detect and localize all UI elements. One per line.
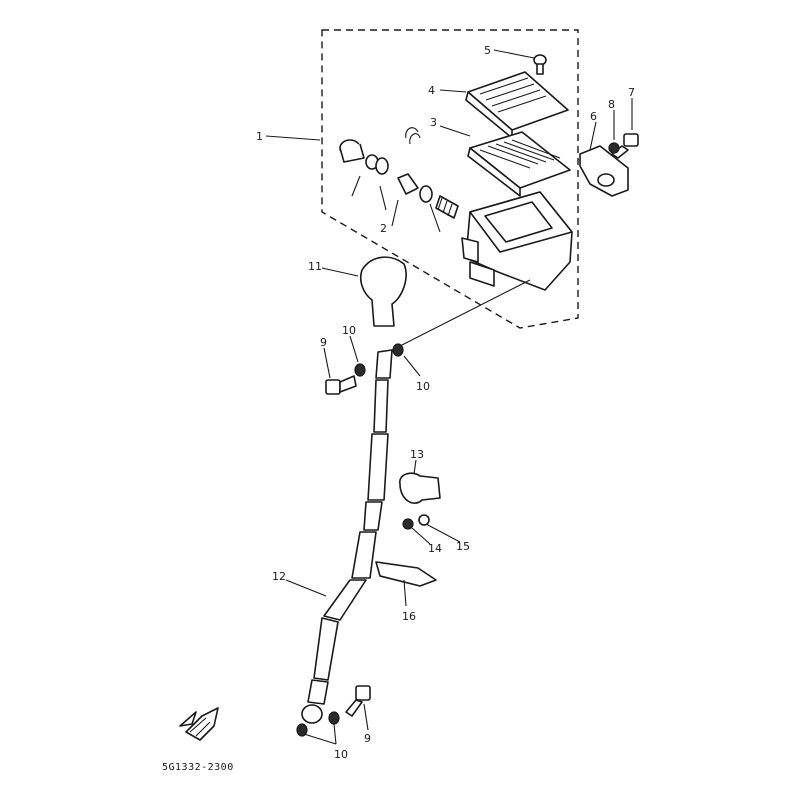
callout-8: 8: [608, 98, 615, 111]
diaphragm: [467, 131, 571, 197]
union-bolt-lower: [345, 685, 371, 717]
bracket-washer: [608, 142, 620, 154]
diaphragm-plate: [405, 127, 421, 145]
callout-labels: 1 2 3 4 5 6 8 7 11 9 10 10 13 14 15 16 1…: [256, 44, 635, 761]
clamp-nut: [418, 514, 430, 526]
callout-14: 14: [428, 542, 442, 555]
copper-washer-lower-right: [328, 711, 340, 725]
callout-11: 11: [308, 260, 322, 273]
diagram-code: 5G1332-2300: [162, 762, 234, 773]
callout-10-lower: 10: [334, 748, 348, 761]
callout-15: 15: [456, 540, 470, 553]
callout-1: 1: [256, 130, 263, 143]
callout-2: 2: [380, 222, 387, 235]
callout-10-upper-right: 10: [416, 380, 430, 393]
handle-bracket: [579, 145, 629, 197]
callout-7: 7: [628, 86, 635, 99]
front-direction-arrow-icon: [179, 707, 219, 741]
callout-9-lower: 9: [364, 732, 371, 745]
callout-10-upper-left: 10: [342, 324, 356, 337]
protective-boot: [359, 256, 407, 327]
bracket-bolt: [611, 133, 639, 159]
callout-12: 12: [272, 570, 286, 583]
master-cylinder-body: [461, 191, 573, 291]
brake-hose: [301, 349, 393, 724]
callout-16: 16: [402, 610, 416, 623]
piston-kit: [339, 139, 459, 219]
callout-6: 6: [590, 110, 597, 123]
clamp-screw: [402, 518, 414, 530]
copper-washer-upper-left: [354, 363, 366, 377]
cap-screw: [533, 54, 547, 75]
copper-washer-lower-left: [296, 723, 308, 737]
leader-lines: [265, 49, 633, 745]
callout-3: 3: [430, 116, 437, 129]
hose-clamp: [399, 472, 441, 504]
reservoir-cap: [465, 71, 569, 139]
callout-4: 4: [428, 84, 435, 97]
callout-13: 13: [410, 448, 424, 461]
hose-guide: [375, 561, 437, 587]
callout-9-upper: 9: [320, 336, 327, 349]
copper-washer-upper-right: [392, 343, 404, 357]
union-bolt-upper: [325, 375, 357, 395]
callout-5: 5: [484, 44, 491, 57]
assembly-guide-line: [399, 279, 531, 347]
